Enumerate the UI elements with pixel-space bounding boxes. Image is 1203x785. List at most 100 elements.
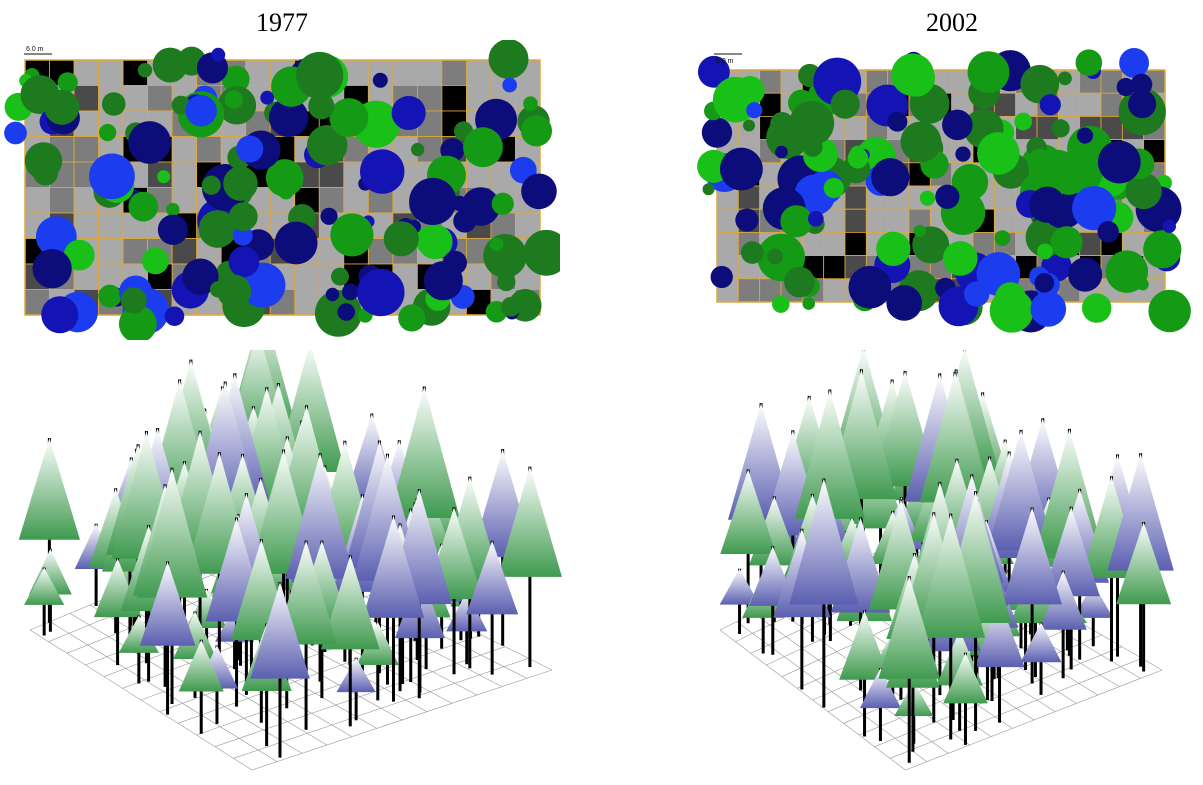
tree-crown [1097,221,1119,243]
grid-cell [441,85,467,112]
tree-crown [4,121,27,145]
crown-map-2002: 6.0 m [690,40,1203,340]
tree-crown [57,72,78,93]
tree-crown [830,89,860,119]
panel-title-1977: 1977 [256,8,308,37]
tree-crown [362,515,425,618]
tree-crown [1143,230,1182,269]
tree-crown [157,214,189,245]
ground-mesh-line [889,658,1142,759]
tree-crown [201,175,221,195]
tree-crown [1073,583,1113,618]
grid-cell [844,208,867,233]
tree-crown [152,47,188,83]
tree-crown [136,467,208,598]
tree-crown [772,295,790,313]
tree-crown [735,208,759,232]
tree-crown [89,153,135,200]
tree-crown [185,95,217,127]
tree-crown [1148,289,1191,333]
tree-crown [337,303,356,321]
tree-crown [746,102,763,119]
tree-crown [268,97,309,138]
tree-crown [1081,293,1112,323]
tree-crown [182,258,219,295]
tree-crown [887,111,908,132]
tree-crown [802,297,816,310]
tree-crown [285,453,355,579]
tree-crown [463,127,503,168]
tree-crown [398,304,426,332]
grid-cell [441,59,467,86]
tree-crown [99,123,117,142]
tree-crown [44,89,80,125]
tree-crown [523,96,538,112]
tree-crown [211,47,226,62]
stand-3d-view-2002 [690,346,1203,780]
grid-cell [865,208,889,233]
tree-crown [1030,291,1067,327]
tree-crown [1039,570,1087,630]
tree-crown [260,90,275,105]
tree-crown [32,249,72,289]
tree-crown [701,117,733,148]
ground-mesh-line [214,646,506,747]
tree-crown [1068,257,1103,292]
grid-cell [1079,92,1102,117]
grid-cell [122,85,149,112]
grid-cell [466,59,492,86]
tree-crown [63,239,95,271]
tree-crown [98,284,122,308]
tree-crown [919,371,991,503]
tree-crown [1020,64,1060,104]
tree-crown [1116,77,1135,97]
tree-crown [884,235,909,261]
tree-crown [1136,278,1149,291]
grid-cell [73,136,99,163]
tree-crown [383,221,419,257]
tree-crown [784,266,815,298]
tree-crown [900,121,942,163]
tree-crown [1076,127,1094,144]
tree-crown [1014,112,1033,131]
tree-crown [24,142,63,180]
tree-crown [142,247,169,275]
tree-crown [320,207,338,225]
tree-crown [222,65,250,94]
tree-crown [974,599,1025,668]
grid-cell [823,231,846,256]
ground-mesh-line [905,669,1163,771]
tree-crown [308,93,335,120]
tree-crown [1029,186,1066,223]
tree-crown [1162,219,1176,234]
tree-crown [139,561,196,646]
tree-crown [502,77,518,93]
grid-cell [993,185,1017,210]
tree-crown [967,51,1010,94]
tree-crown [496,272,516,292]
tree-crown [740,241,764,264]
tree-crown [807,210,824,227]
tree-crown [710,265,733,289]
scale-bar-label: 6.0 m [716,58,734,65]
tree-crown [320,555,380,650]
tree-crown [839,610,890,680]
tree-crown [372,72,388,88]
tree-crown [488,39,529,80]
tree-crown [891,53,935,97]
grid-cell [73,59,99,86]
tree-crown [1042,506,1100,597]
grid-cell [98,238,124,265]
tree-crown [523,229,570,276]
tree-crown [118,305,157,343]
ground-mesh-line [719,629,906,771]
scale-bar-label: 6.0 m [26,46,44,53]
grid-cell [716,231,739,256]
tree-crown [306,125,348,166]
tree-crown [1020,622,1062,663]
tree-crown [770,111,794,136]
tree-crown [166,202,180,217]
tree-crown [935,184,960,209]
tree-crown [1119,48,1150,78]
tree-crown [44,219,76,252]
